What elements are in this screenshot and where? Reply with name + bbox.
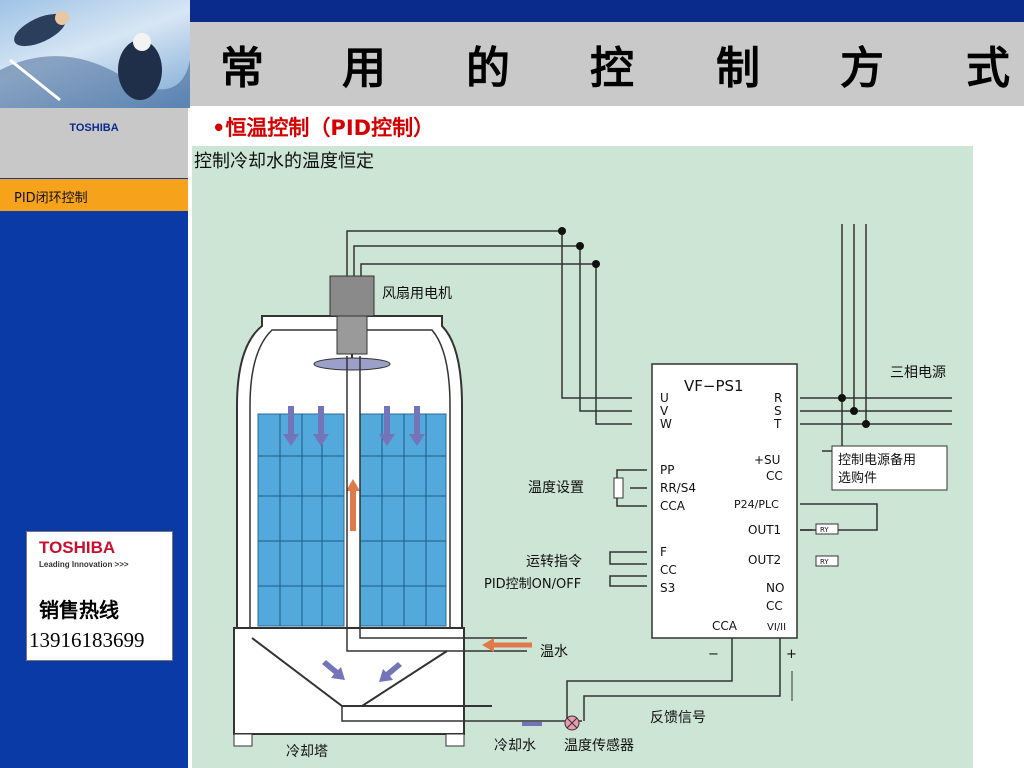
promo-phone: 13916183699	[29, 628, 145, 652]
option-box	[831, 445, 948, 491]
terminal-cca: CCA	[660, 499, 686, 513]
label-option-line2: 选购件	[838, 470, 877, 486]
bullet: •	[212, 116, 226, 140]
promo-hotline-label: 销售热线	[39, 598, 119, 622]
page-title: 常 用 的 控 制 方 式	[190, 22, 1024, 106]
cooling-tower	[233, 275, 582, 747]
label-sensor: 温度传感器	[564, 737, 634, 754]
label-fan-motor: 风扇用电机	[382, 286, 452, 302]
terminal-s3: S3	[660, 581, 675, 595]
terminal-s: S	[774, 404, 782, 418]
terminal-pp: PP	[660, 463, 674, 477]
inverter-box	[651, 363, 798, 639]
label-inverter: VF−PS1	[684, 377, 744, 395]
top-accent-bar	[190, 0, 1024, 22]
terminal-rr: RR/S4	[660, 481, 696, 495]
label-tower: 冷却塔	[286, 744, 328, 760]
terminal-vi: VI/II	[767, 622, 786, 633]
terminal-u: U	[660, 391, 669, 405]
terminal-w: W	[660, 417, 672, 431]
label-temp-setting: 温度设置	[528, 480, 584, 496]
label-run-command: 运转指令	[526, 554, 582, 570]
cooling-tower-diagram: 风扇用电机 三相电源 VF−PS1 U V W PP RR/S4 CCA F C…	[233, 224, 952, 760]
label-pid-onoff: PID控制ON/OFF	[484, 577, 581, 592]
label-warm-water: 温水	[540, 644, 568, 660]
terminal-f: F	[660, 545, 667, 559]
title-char: 方	[840, 43, 884, 94]
sidebar-brand-panel	[0, 108, 188, 178]
promo-tagline: Leading Innovation >>>	[39, 560, 129, 569]
control-wiring	[566, 469, 781, 721]
terminal-out2: OUT2	[748, 553, 781, 567]
terminal-plus: +	[786, 647, 797, 662]
title-char: 的	[466, 43, 510, 94]
terminal-t: T	[773, 417, 782, 431]
header-photo	[0, 0, 190, 108]
title-char: 制	[716, 43, 760, 94]
section-heading-text: 恒温控制（PID控制）	[225, 116, 435, 140]
sidebar-brand: TOSHIBA	[69, 122, 119, 134]
label-cool-water: 冷却水	[494, 738, 536, 754]
title-char: 式	[966, 43, 1010, 94]
title-bar	[190, 22, 1024, 106]
terminal-cc-bottom: CC	[766, 599, 783, 613]
terminal-p24: P24/PLC	[734, 498, 779, 511]
terminal-v: V	[660, 404, 669, 418]
label-power: 三相电源	[890, 365, 946, 381]
title-char: 控	[590, 43, 634, 94]
promo-card: TOSHIBA Leading Innovation >>> 销售热线 1391…	[26, 531, 173, 661]
diagram-title: 控制冷却水的温度恒定	[194, 151, 374, 172]
terminal-cca-bottom: CCA	[712, 619, 738, 633]
sidebar-item-pid[interactable]: PID闭环控制	[0, 179, 188, 211]
title-char: 常	[220, 43, 264, 94]
relay-label: RY	[820, 526, 829, 534]
terminal-minus: −	[708, 647, 719, 662]
terminal-su: +SU	[754, 453, 780, 467]
terminal-no: NO	[766, 581, 784, 595]
power-wiring	[800, 224, 952, 531]
terminal-cc-right: CC	[766, 469, 783, 483]
skater-photo-image	[0, 11, 190, 108]
label-feedback: 反馈信号	[650, 710, 706, 726]
sidebar-item-label: PID闭环控制	[14, 191, 88, 206]
terminal-cc-left: CC	[660, 563, 677, 577]
terminal-out1: OUT1	[748, 523, 781, 537]
promo-logo: TOSHIBA	[39, 538, 116, 557]
section-heading: •恒温控制（PID控制）	[212, 112, 434, 142]
relay-label: RY	[820, 558, 829, 566]
title-char: 用	[342, 43, 386, 94]
label-option-line1: 控制电源备用	[838, 452, 916, 468]
terminal-r: R	[774, 391, 782, 405]
